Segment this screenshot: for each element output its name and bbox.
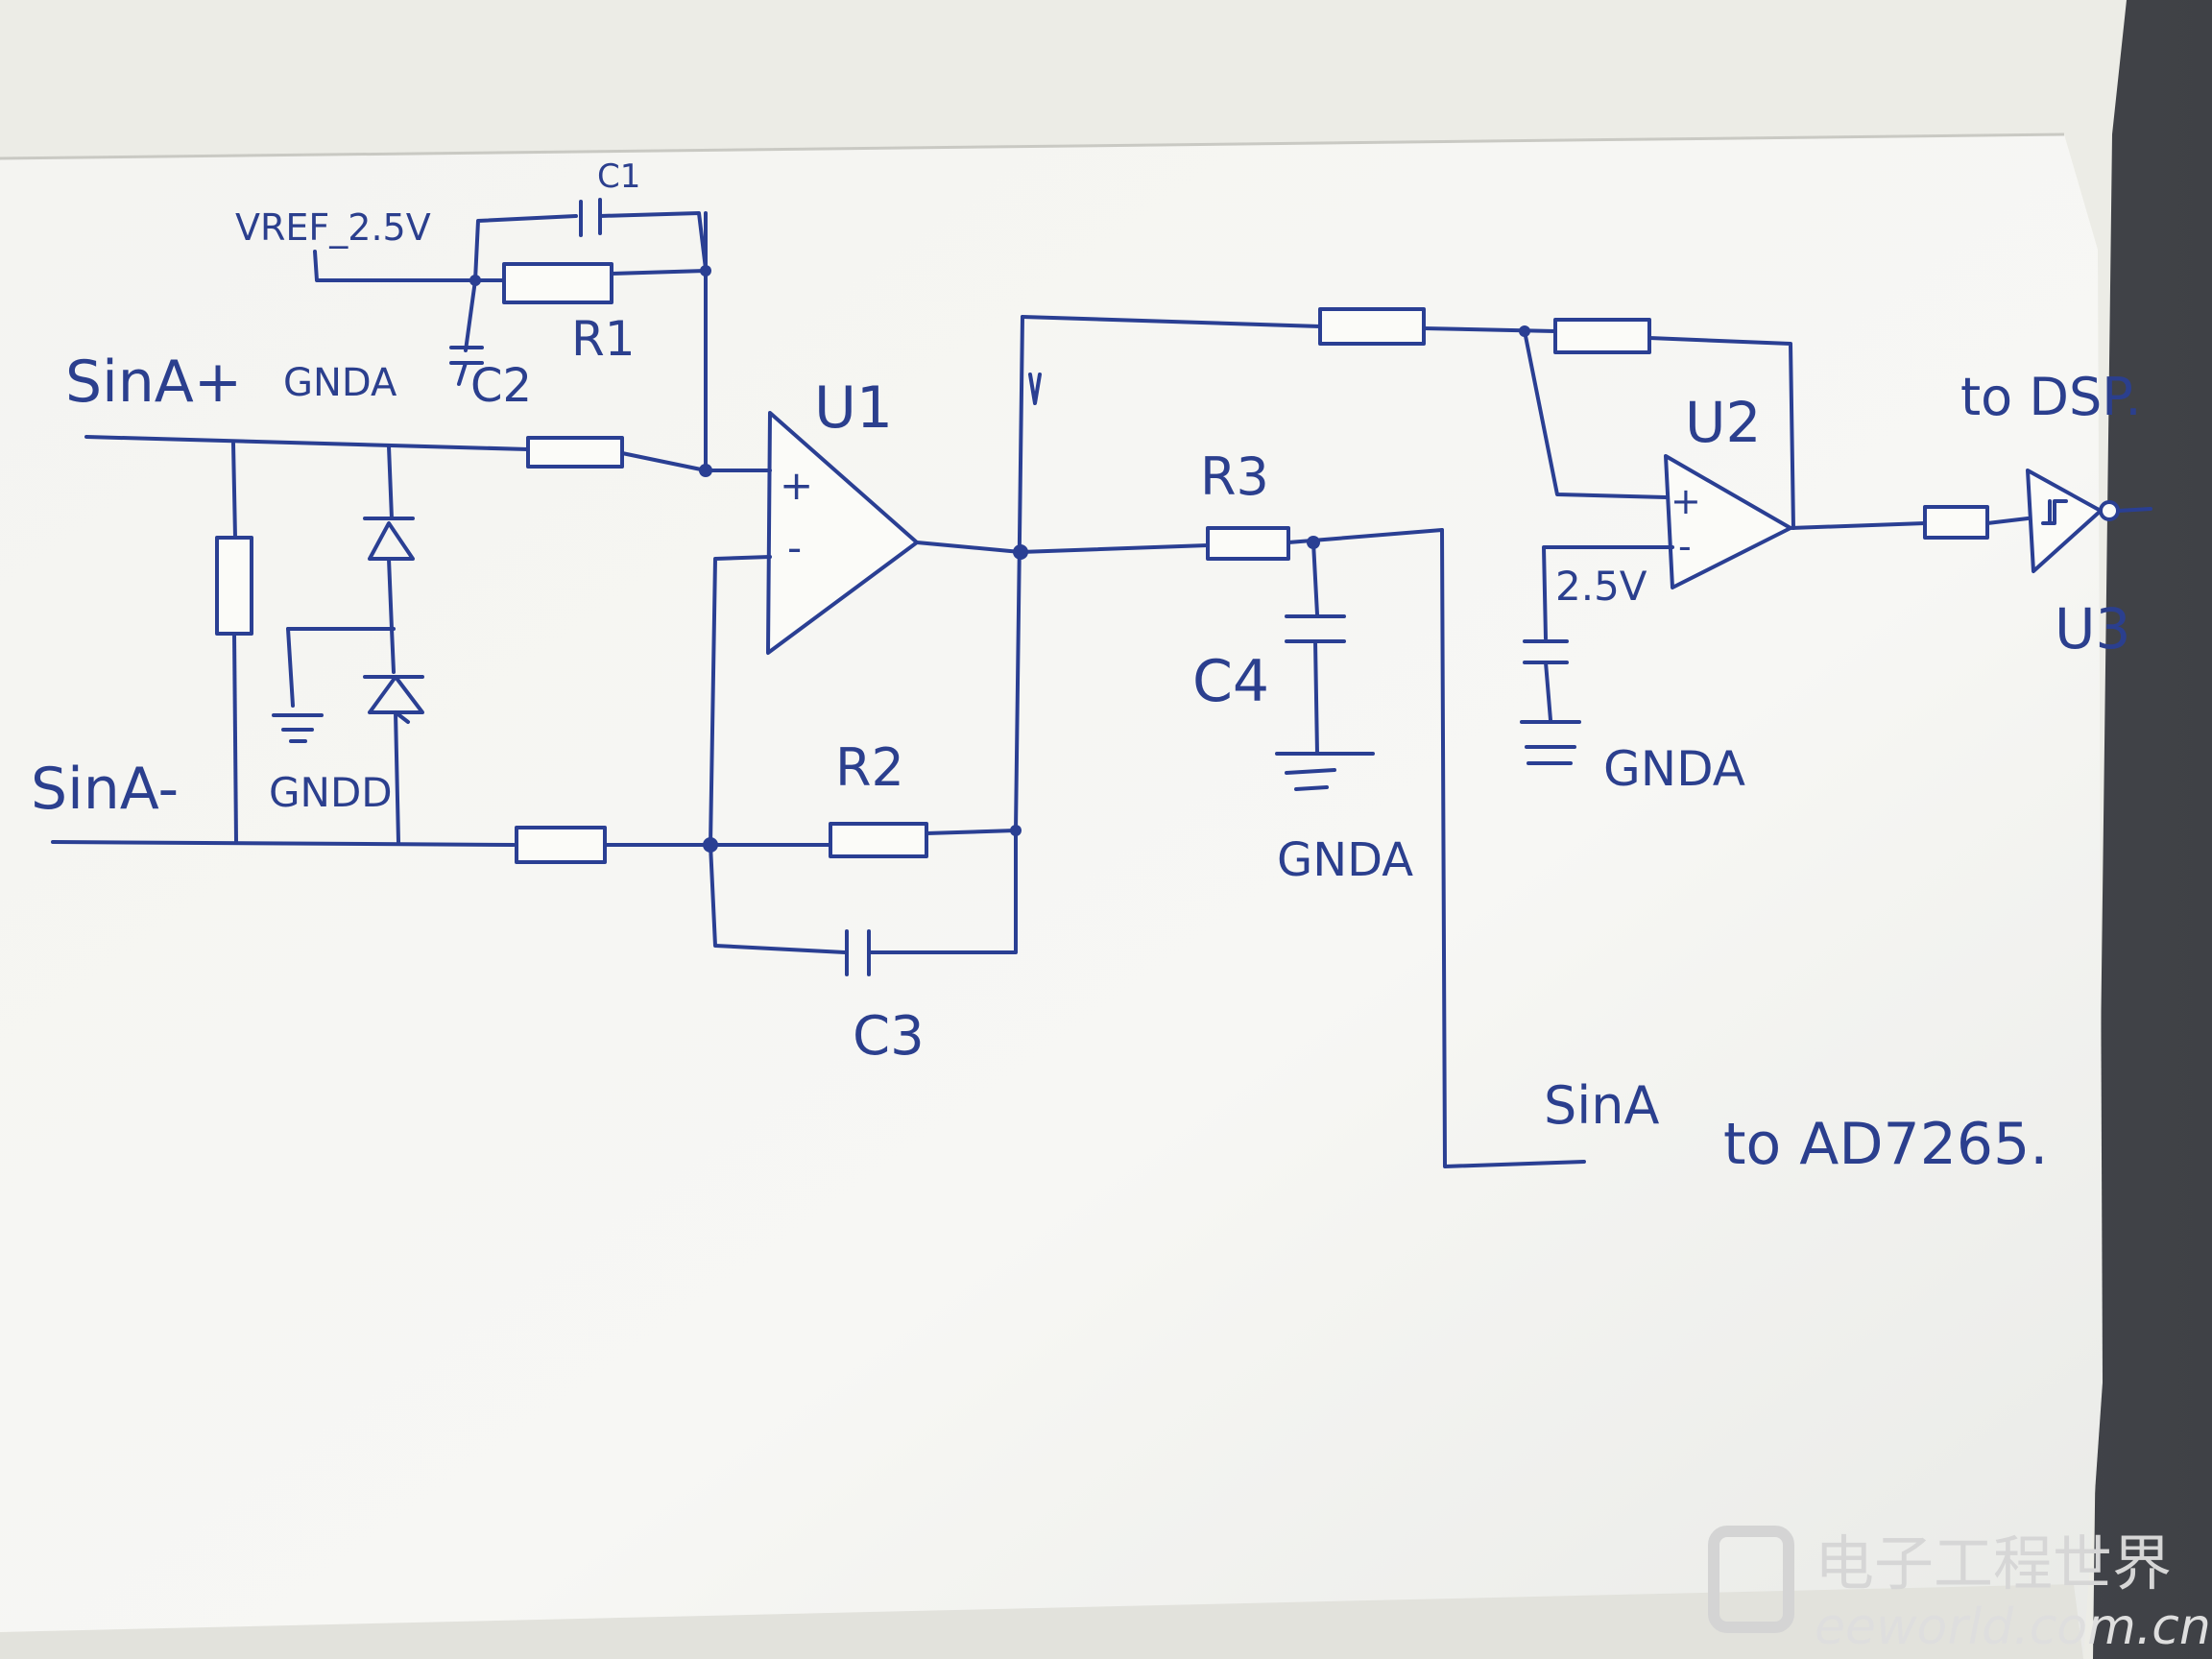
r2-resistor [829,822,928,858]
label-gnda-u2: GNDA [1603,741,1745,797]
label-c2: C2 [470,359,532,413]
u2-feedback-resistor [1553,318,1651,354]
u1-stage: + - U1 R2 C3 [704,315,1322,1068]
label-u1: U1 [814,374,893,442]
label-to-dsp: to DSP. [1960,367,2142,427]
schmitt-icon [2041,499,2068,525]
label-c4: C4 [1192,648,1269,715]
label-gndd: GNDD [269,769,393,816]
watermark: 电子工程世界 eeworld.com.cn [1708,1526,2211,1656]
u2-minus-sign: - [1678,525,1692,567]
u2-ground-icon [1520,720,1581,765]
rc-filter: R3 C4 GNDA SinA to AD7265. [1019,446,2048,1178]
r1-resistor [502,262,613,304]
label-gnda-c2: GNDA [283,361,397,405]
reference-network: VREF_2.5V C1 R1 GNDA C2 [235,157,708,472]
u1-opamp [766,411,919,655]
label-vref-u2: 2.5V [1555,563,1647,610]
junction-dots [469,265,1530,853]
label-r3: R3 [1200,446,1269,507]
label-c1: C1 [597,157,640,196]
label-to-adc: to AD7265. [1723,1111,2048,1178]
label-u2: U2 [1685,390,1761,455]
label-vref: VREF_2.5V [235,206,431,249]
label-sina-plus: SinA+ [65,349,242,416]
gndd-ground-icon [272,713,324,743]
u3-stage: U3 to DSP. [1923,367,2152,661]
u2-input-resistor [1318,307,1426,346]
u1-plus-sign: + [780,462,813,509]
page-edge [0,132,2065,160]
label-sina-minus: SinA- [31,756,179,823]
bias-resistor [215,536,253,636]
r3-resistor [1206,526,1290,561]
input-network: SinA+ SinA- GNDD [31,349,712,864]
label-r2: R2 [835,737,904,798]
watermark-logo [1708,1526,1794,1633]
u2-stage: + - U2 2.5V GNDA [1318,307,1927,797]
tvs-diode [363,627,424,844]
page-stack-bottom [0,1584,2083,1659]
u2-opamp [1664,454,1792,589]
label-u3: U3 [2055,596,2130,661]
u3-schmitt-inverter [2026,469,2103,573]
input-resistor-plus [526,436,624,469]
watermark-cn: 电子工程世界 [1815,1528,2172,1599]
u3-inverter-bubble [2099,500,2120,521]
notebook-page [0,134,2103,1659]
zener-diode [363,517,415,631]
label-r1: R1 [571,311,636,367]
c4-ground-icon [1275,752,1375,791]
u3-input-resistor [1923,505,1989,540]
label-sina-out: SinA [1544,1075,1660,1136]
input-resistor-minus [515,826,607,864]
label-c3: C3 [853,1005,925,1068]
u1-minus-sign: - [787,524,802,571]
watermark-en: eeworld.com.cn [1815,1599,2211,1656]
u2-plus-sign: + [1671,480,1701,522]
label-gnda-c4: GNDA [1277,833,1413,887]
